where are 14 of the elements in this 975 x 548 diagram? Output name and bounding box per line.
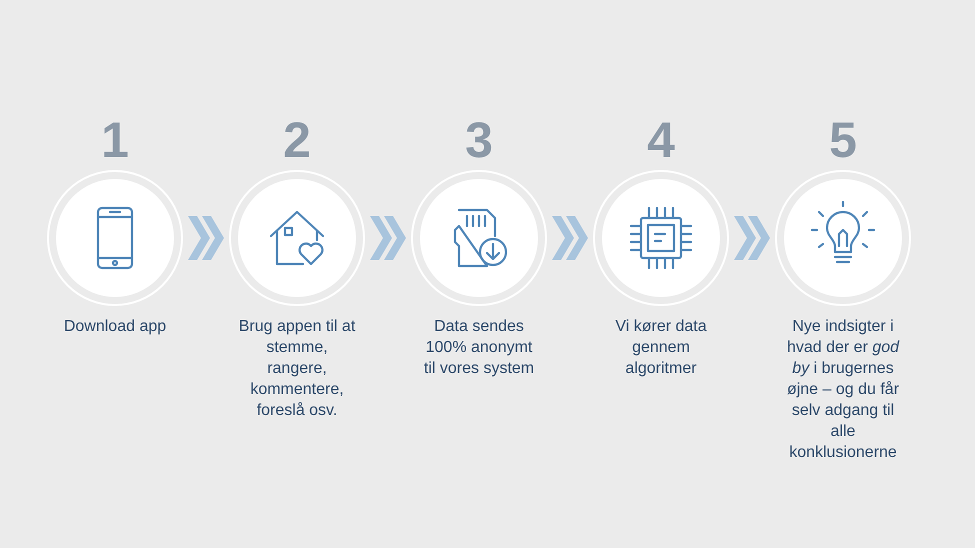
- chevron-arrow: [734, 216, 770, 260]
- chevron-arrow: [552, 216, 588, 260]
- step-description: Brug appen til at stemme, rangere, kommentere, foreslå osv.: [238, 317, 356, 421]
- step-number: 2: [283, 112, 311, 168]
- step-number: 4: [647, 112, 675, 168]
- step-description: Nye indsigter i hvad der er god by i brugernes øjne – og du får selv adgang til alle konklusionerne: [786, 317, 900, 463]
- step-number: 3: [465, 112, 493, 168]
- step-description: Data sendes 100% anonymt til vores system: [422, 317, 536, 379]
- chevron-arrow: [370, 216, 406, 260]
- step-number: 1: [101, 112, 129, 168]
- step-description: Vi kører data gennem algoritmer: [614, 317, 708, 379]
- step-number: 5: [829, 112, 857, 168]
- step-description: Download app: [62, 317, 168, 337]
- chevron-arrow: [188, 216, 224, 260]
